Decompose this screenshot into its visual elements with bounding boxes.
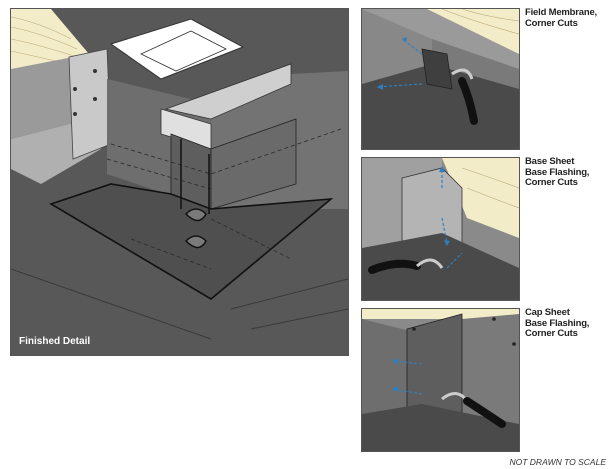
not-to-scale-note: NOT DRAWN TO SCALE bbox=[509, 457, 606, 467]
cap-sheet-illustration bbox=[362, 309, 519, 451]
field-membrane-illustration bbox=[362, 9, 519, 149]
finished-detail-illustration bbox=[11, 9, 348, 355]
detail-cap-sheet-caption: Cap Sheet Base Flashing, Corner Cuts bbox=[525, 307, 590, 339]
detail-cap-sheet-panel bbox=[361, 308, 520, 452]
detail-field-membrane-caption: Field Membrane, Corner Cuts bbox=[525, 7, 597, 29]
utility-knife-icon bbox=[368, 258, 444, 274]
finished-detail-panel: Finished Detail bbox=[10, 8, 349, 356]
detail-base-sheet-panel bbox=[361, 157, 520, 301]
base-sheet-illustration bbox=[362, 158, 519, 300]
utility-knife-icon bbox=[441, 392, 506, 428]
utility-knife-icon bbox=[451, 68, 478, 125]
finished-detail-label: Finished Detail bbox=[19, 336, 91, 347]
detail-base-sheet-caption: Base Sheet Base Flashing, Corner Cuts bbox=[525, 156, 590, 188]
detail-field-membrane-panel bbox=[361, 8, 520, 150]
